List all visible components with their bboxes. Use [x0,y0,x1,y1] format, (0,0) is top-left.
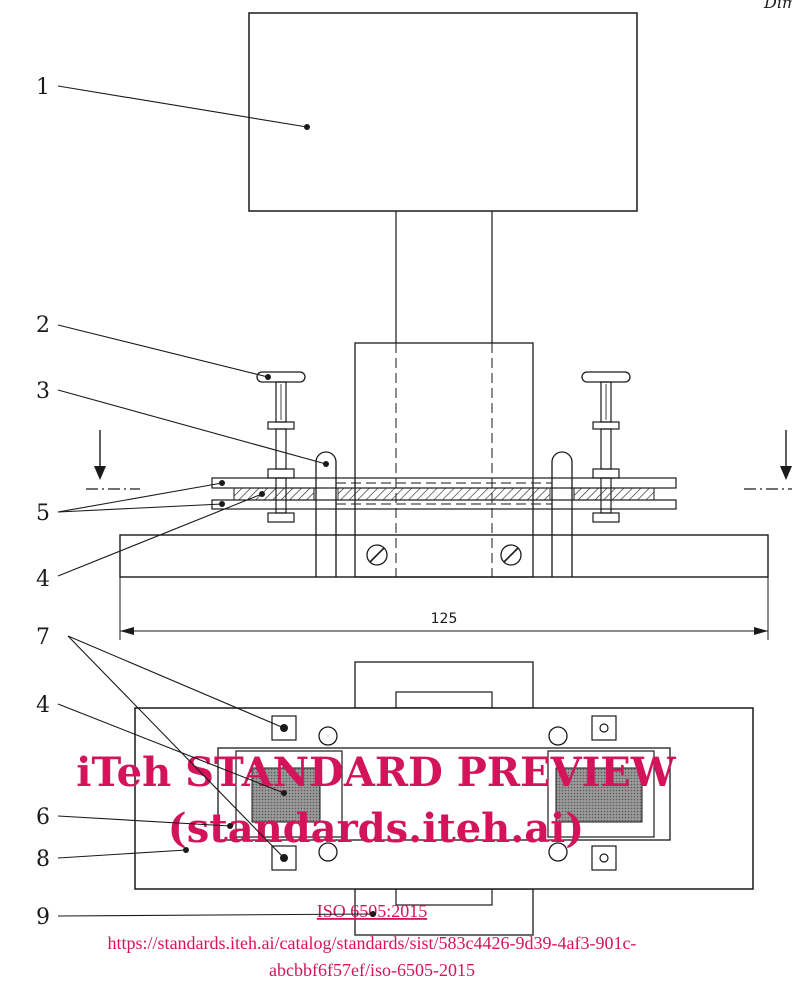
callout-8: 8 [36,847,50,872]
slotted-screw-right [500,544,522,566]
test-piece-left [233,487,315,501]
pin-right [551,451,573,577]
clamp-plate-right-plan [547,750,655,838]
front-view: 125 [86,12,792,640]
watermark-doc-id[interactable]: ISO 6505:2015 [317,901,428,921]
watermark-title: iTeh STANDARD PREVIEW [76,749,677,796]
corner-label: Dim [763,0,792,12]
instrument-box [248,12,638,212]
slotted-screw-left [366,544,388,566]
clamp-screw-left [256,371,306,523]
specimen-outline [217,747,671,841]
callout-7: 7 [36,625,50,650]
holder-block [354,342,534,578]
callouts: 1 2 3 5 4 7 4 6 8 9 [36,75,376,930]
clamp-plate-left-plan [235,750,343,838]
watermark-url-line2[interactable]: abcbbf6f57ef/iso-6505-2015 [269,960,475,980]
callout-5: 5 [36,501,50,526]
pin-left [315,451,337,577]
holder-slot-top [395,691,493,709]
callout-4-plan: 4 [36,693,50,718]
section-arrow-right [744,430,792,490]
base-plate [119,534,769,578]
test-piece-right-plan [555,767,643,823]
pin-holes [318,726,568,862]
callout-3: 3 [36,379,50,404]
test-piece-center [337,487,551,501]
watermark-subtitle: (standards.iteh.ai) [168,805,584,852]
retainer-right [591,715,617,871]
dimension-label: 125 [431,611,458,627]
clamp-screw-right [581,371,631,523]
callout-6: 6 [36,805,50,830]
callout-9: 9 [36,905,50,930]
watermark: iTeh STANDARD PREVIEW (standards.iteh.ai… [76,749,677,980]
dimension-125 [119,577,769,640]
section-arrow-left [86,430,140,490]
plan-view [134,661,754,936]
watermark-url-line1[interactable]: https://standards.iteh.ai/catalog/standa… [108,933,637,953]
callout-1: 1 [36,75,50,100]
callout-2: 2 [36,313,50,338]
test-piece-right [573,487,655,501]
holder-block-top [354,661,534,709]
base-plate-plan [134,707,754,890]
callout-4-front: 4 [36,567,50,592]
